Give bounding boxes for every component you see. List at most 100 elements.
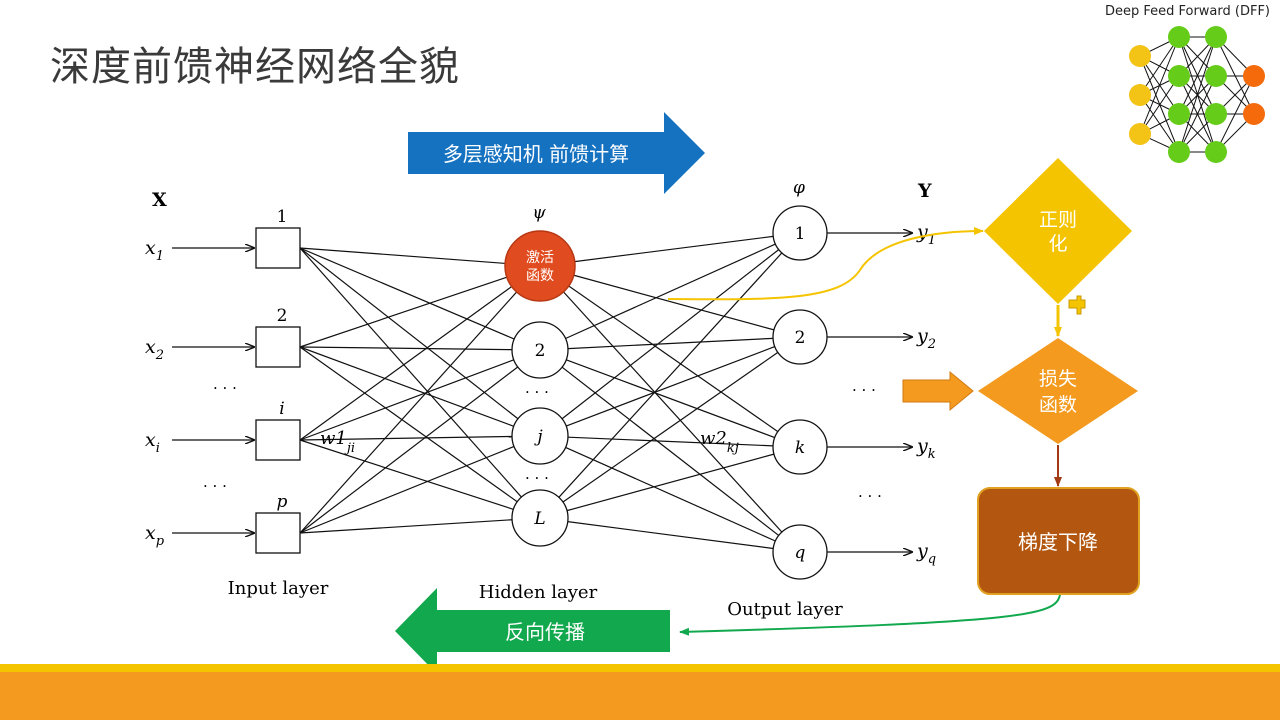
edge-input-hidden bbox=[299, 281, 518, 441]
footer-orange-bar bbox=[0, 672, 1280, 720]
ellipsis-input-2: · · · bbox=[203, 477, 227, 495]
dff-node bbox=[1129, 45, 1151, 67]
input-layer: x1 1 x2 2 xi i xp p bbox=[145, 207, 301, 554]
edge-input-hidden bbox=[299, 519, 513, 534]
edge-hidden-output bbox=[561, 366, 780, 536]
ellipsis-hidden-1: · · · bbox=[525, 383, 549, 401]
edge-hidden-output bbox=[562, 351, 779, 503]
dff-node bbox=[1243, 65, 1265, 87]
output-symbol: φ bbox=[793, 178, 805, 198]
edge-hidden-output bbox=[566, 453, 775, 512]
dff-node bbox=[1129, 123, 1151, 145]
regularization-label: 正则化 bbox=[1039, 209, 1077, 255]
dff-node bbox=[1243, 103, 1265, 125]
input-node-label: 1 bbox=[277, 207, 288, 227]
hidden-node bbox=[511, 489, 569, 547]
dff-node bbox=[1168, 103, 1190, 125]
edge-input-hidden bbox=[299, 445, 515, 534]
dff-node bbox=[1205, 103, 1227, 125]
edge-hidden-output bbox=[566, 359, 775, 439]
plus-icon bbox=[1068, 295, 1086, 315]
input-node-box bbox=[255, 326, 301, 368]
edge-hidden-output bbox=[561, 249, 780, 420]
input-variable-label: xp bbox=[145, 522, 165, 549]
activation-function-node bbox=[504, 230, 576, 302]
forward-arrow-label: 多层感知机 前馈计算 bbox=[443, 142, 629, 166]
hidden-node-label: j bbox=[533, 427, 543, 447]
hidden-node-label: L bbox=[533, 509, 545, 529]
dff-node bbox=[1205, 26, 1227, 48]
edge-hidden-output bbox=[565, 243, 776, 340]
input-layer-label: Input layer bbox=[228, 578, 329, 599]
hidden-node bbox=[511, 321, 569, 379]
input-variable-label: x2 bbox=[145, 336, 164, 363]
input-node-box bbox=[255, 419, 301, 461]
output-variable-label: yq bbox=[916, 540, 936, 567]
regularization-diamond: 正则化 bbox=[984, 158, 1132, 304]
dff-node bbox=[1168, 141, 1190, 163]
gradient-descent-label: 梯度下降 bbox=[1018, 530, 1098, 554]
dff-node bbox=[1168, 26, 1190, 48]
ellipsis-hidden-2: · · · bbox=[525, 469, 549, 487]
input-node-box bbox=[255, 227, 301, 269]
edge-input-hidden bbox=[299, 346, 518, 503]
dff-edge bbox=[1139, 75, 1180, 135]
output-node-label: 2 bbox=[795, 328, 806, 348]
edge-input-hidden bbox=[299, 346, 514, 427]
input-node-box bbox=[255, 512, 301, 554]
edge-hidden-output bbox=[562, 281, 779, 433]
output-layer-label: Output layer bbox=[727, 599, 843, 620]
input-variable-label: x1 bbox=[145, 237, 164, 264]
dff-network-icon bbox=[1129, 26, 1265, 163]
output-node-label: 1 bbox=[795, 224, 806, 244]
input-header: X bbox=[152, 189, 167, 211]
ellipsis-output-2: · · · bbox=[858, 487, 882, 505]
edge-hidden-output bbox=[558, 252, 783, 498]
weight1-label: w1ji bbox=[320, 428, 355, 456]
edge-input-hidden bbox=[299, 247, 519, 420]
edge-hidden-output bbox=[558, 286, 783, 533]
edge-input-hidden bbox=[299, 366, 519, 534]
edge-hidden-output bbox=[565, 346, 775, 427]
loss-diamond: 损失函数 bbox=[978, 338, 1138, 444]
footer-yellow-stripe bbox=[0, 664, 1280, 672]
regularization-connector bbox=[667, 227, 984, 301]
edge-input-hidden bbox=[299, 435, 513, 441]
edge-hidden-output bbox=[565, 446, 776, 542]
edge-input-hidden bbox=[299, 274, 514, 348]
hidden-layer-label: Hidden layer bbox=[479, 582, 598, 603]
dff-node bbox=[1205, 141, 1227, 163]
dff-node bbox=[1129, 84, 1151, 106]
dff-node bbox=[1168, 65, 1190, 87]
backward-arrow: 反向传播 bbox=[395, 588, 670, 674]
output-node-label: q bbox=[795, 543, 806, 563]
edge-hidden-output bbox=[567, 436, 774, 447]
edge-hidden-output bbox=[567, 235, 774, 264]
ellipsis-input-1: · · · bbox=[213, 379, 237, 397]
output-node-label: k bbox=[795, 438, 805, 458]
gradient-to-backprop-connector bbox=[679, 594, 1061, 636]
edge-input-hidden bbox=[299, 247, 515, 340]
output-header: Y bbox=[917, 180, 932, 202]
weight2-label: w2kj bbox=[700, 428, 739, 456]
dff-edge bbox=[1139, 36, 1180, 96]
input-node-label: p bbox=[277, 492, 288, 512]
input-variable-label: xi bbox=[145, 429, 160, 456]
input-node-label: 2 bbox=[277, 306, 288, 326]
forward-arrow: 多层感知机 前馈计算 bbox=[408, 112, 705, 194]
dff-edge bbox=[1139, 36, 1180, 135]
edge-hidden-output bbox=[566, 272, 775, 331]
slide-title: 深度前馈神经网络全貌 bbox=[50, 44, 460, 90]
ellipsis-output-1: · · · bbox=[852, 381, 876, 399]
loss-label: 损失函数 bbox=[1039, 368, 1077, 416]
edge-input-hidden bbox=[299, 346, 513, 351]
activation-function-label: 函数 bbox=[526, 268, 554, 284]
output-variable-label: yk bbox=[916, 435, 936, 462]
edge-input-hidden bbox=[299, 247, 513, 265]
dff-node bbox=[1205, 65, 1227, 87]
input-node-label: i bbox=[279, 399, 284, 419]
dff-caption: Deep Feed Forward (DFF) bbox=[1104, 4, 1270, 19]
edge-hidden-output bbox=[567, 521, 774, 550]
